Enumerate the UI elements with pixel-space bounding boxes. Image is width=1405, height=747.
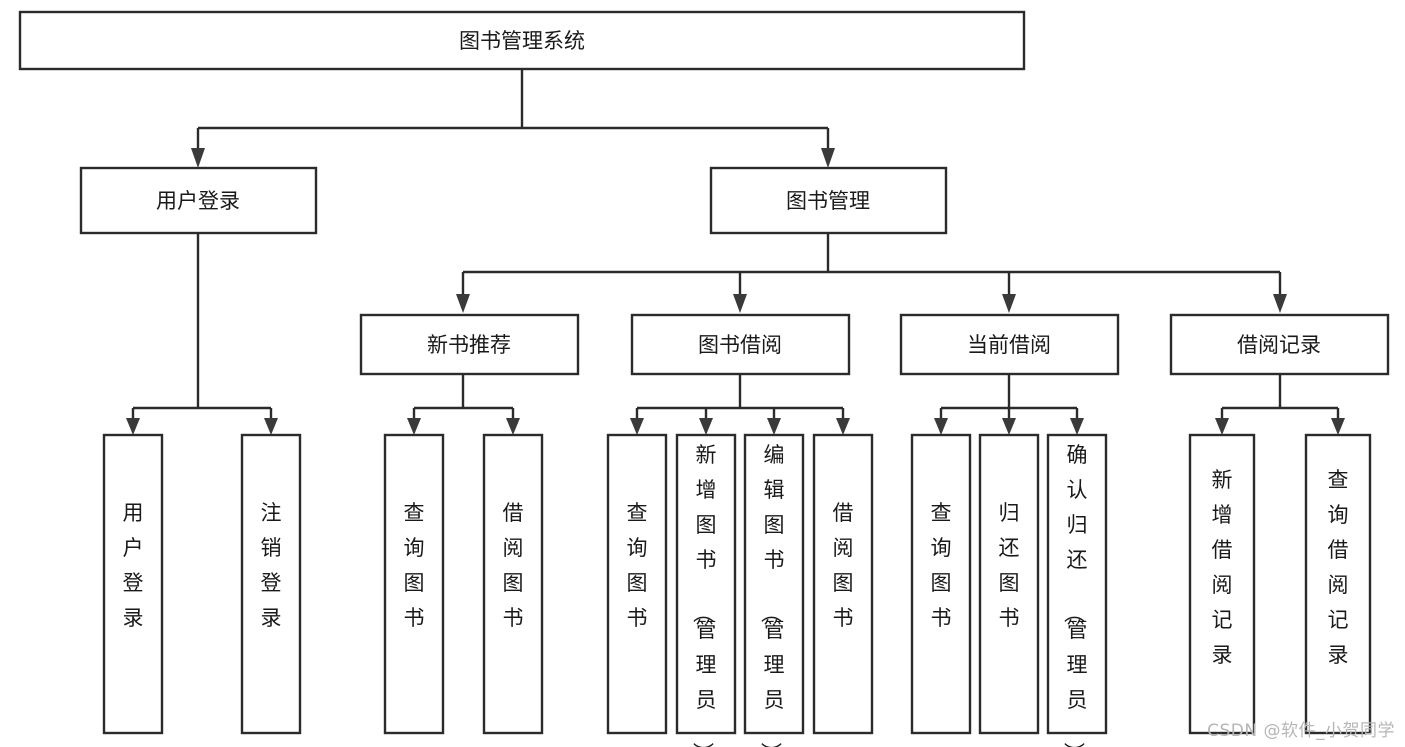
node-leaf-query-book-1-label: 查询图书: [404, 501, 425, 630]
node-current-borrow[interactable]: 当前借阅: [899, 313, 1120, 376]
node-leaf-add-record-label: 新增借阅记录: [1212, 468, 1233, 667]
node-borrow-record-label: 借阅记录: [1237, 333, 1321, 357]
node-leaf-add-book-box[interactable]: [675, 433, 737, 735]
node-new-book-rec-label: 新书推荐: [427, 333, 511, 357]
node-book-manage[interactable]: 图书管理: [709, 166, 948, 235]
connector-group-book-manage-to-level3: [456, 233, 1287, 313]
arrow-leaf-borrow-book-2: [836, 418, 850, 435]
node-leaf-user-login[interactable]: 用户登录: [102, 433, 164, 735]
node-new-book-rec-box[interactable]: [359, 313, 580, 376]
node-leaf-borrow-book-2-box[interactable]: [812, 433, 874, 735]
arrow-leaf-query-book-3: [934, 418, 948, 435]
node-leaf-return-book[interactable]: 归还图书: [978, 433, 1040, 735]
node-leaf-query-record-box[interactable]: [1304, 433, 1372, 735]
node-leaf-return-book-box[interactable]: [978, 433, 1040, 735]
node-leaf-query-record[interactable]: 查询借阅记录: [1304, 433, 1372, 735]
node-leaf-add-record[interactable]: 新增借阅记录: [1188, 433, 1256, 735]
node-leaf-query-book-2-label: 查询图书: [627, 501, 648, 630]
node-leaf-logout-label: 注销登录: [261, 501, 282, 630]
connector-group-user-login-to-leaves: [126, 233, 278, 435]
node-leaf-add-book[interactable]: 新增图书（管理员）: [675, 433, 737, 747]
arrow-borrow-record: [1273, 294, 1287, 313]
connector-group-current-borrow-to-leaves: [934, 374, 1084, 435]
node-root-label: 图书管理系统: [459, 29, 585, 53]
node-leaf-query-book-2-box[interactable]: [606, 433, 668, 735]
node-leaf-query-record-label: 查询借阅记录: [1328, 468, 1349, 667]
node-leaf-user-login-label: 用户登录: [123, 501, 144, 630]
connector-group-new-book-rec-to-leaves: [407, 374, 520, 435]
node-leaf-query-book-2[interactable]: 查询图书: [606, 433, 668, 735]
arrow-leaf-query-book-2: [630, 418, 644, 435]
node-new-book-rec[interactable]: 新书推荐: [359, 313, 580, 376]
node-user-login-box[interactable]: [79, 166, 318, 235]
node-leaf-borrow-book-1-box[interactable]: [482, 433, 544, 735]
node-book-borrow-label: 图书借阅: [698, 333, 782, 357]
node-book-borrow-box[interactable]: [630, 313, 851, 376]
arrow-leaf-return-book: [1002, 418, 1016, 435]
arrow-book-borrow: [733, 294, 747, 313]
node-leaf-user-login-box[interactable]: [102, 433, 164, 735]
node-leaf-query-book-3-label: 查询图书: [931, 501, 952, 630]
node-leaf-borrow-book-2-label: 借阅图书: [833, 501, 854, 630]
arrow-leaf-add-record: [1215, 418, 1229, 435]
arrow-book-manage: [821, 148, 835, 168]
node-leaf-confirm-return-label: 确认归还（管理员）: [1062, 443, 1088, 747]
node-leaf-query-book-1[interactable]: 查询图书: [383, 433, 445, 735]
node-book-manage-label: 图书管理: [786, 189, 870, 213]
node-current-borrow-box[interactable]: [899, 313, 1120, 376]
arrow-leaf-edit-book: [767, 418, 781, 435]
connector-group-book-borrow-to-leaves: [630, 374, 850, 435]
arrow-new-book-rec: [456, 294, 470, 313]
arrow-leaf-logout: [264, 418, 278, 435]
arrow-leaf-user-login: [126, 418, 140, 435]
node-leaf-edit-book[interactable]: 编辑图书（管理员）: [743, 433, 805, 747]
node-leaf-edit-book-label: 编辑图书（管理员）: [759, 443, 785, 747]
node-root-box[interactable]: [18, 10, 1026, 71]
node-leaf-query-book-3-box[interactable]: [910, 433, 972, 735]
node-book-borrow[interactable]: 图书借阅: [630, 313, 851, 376]
arrow-leaf-confirm-return: [1070, 418, 1084, 435]
connector-group-borrow-record-to-leaves: [1215, 374, 1345, 435]
node-leaf-add-record-box[interactable]: [1188, 433, 1256, 735]
node-user-login-label: 用户登录: [156, 189, 240, 213]
node-leaf-confirm-return-box[interactable]: [1046, 433, 1108, 735]
arrow-leaf-borrow-book-1: [506, 418, 520, 435]
node-leaf-query-book-1-box[interactable]: [383, 433, 445, 735]
node-book-manage-box[interactable]: [709, 166, 948, 235]
node-leaf-confirm-return[interactable]: 确认归还（管理员）: [1046, 433, 1108, 747]
node-borrow-record[interactable]: 借阅记录: [1169, 313, 1390, 376]
node-leaf-logout-box[interactable]: [240, 433, 302, 735]
arrow-leaf-query-record: [1331, 418, 1345, 435]
node-leaf-query-book-3[interactable]: 查询图书: [910, 433, 972, 735]
arrow-leaf-add-book: [699, 418, 713, 435]
node-leaf-return-book-label: 归还图书: [999, 501, 1020, 630]
node-current-borrow-label: 当前借阅: [967, 333, 1051, 357]
node-leaf-logout[interactable]: 注销登录: [240, 433, 302, 735]
node-leaf-borrow-book-1[interactable]: 借阅图书: [482, 433, 544, 735]
node-borrow-record-box[interactable]: [1169, 313, 1390, 376]
arrow-current-borrow: [1002, 294, 1016, 313]
connector-group-root-to-level2: [191, 69, 835, 168]
node-user-login[interactable]: 用户登录: [79, 166, 318, 235]
arrow-leaf-query-book-1: [407, 418, 421, 435]
node-leaf-add-book-label: 新增图书（管理员）: [691, 443, 717, 747]
node-leaf-borrow-book-1-label: 借阅图书: [503, 501, 524, 630]
node-root[interactable]: 图书管理系统: [18, 10, 1026, 71]
node-leaf-edit-book-box[interactable]: [743, 433, 805, 735]
arrow-user-login: [191, 148, 205, 168]
node-leaf-borrow-book-2[interactable]: 借阅图书: [812, 433, 874, 735]
